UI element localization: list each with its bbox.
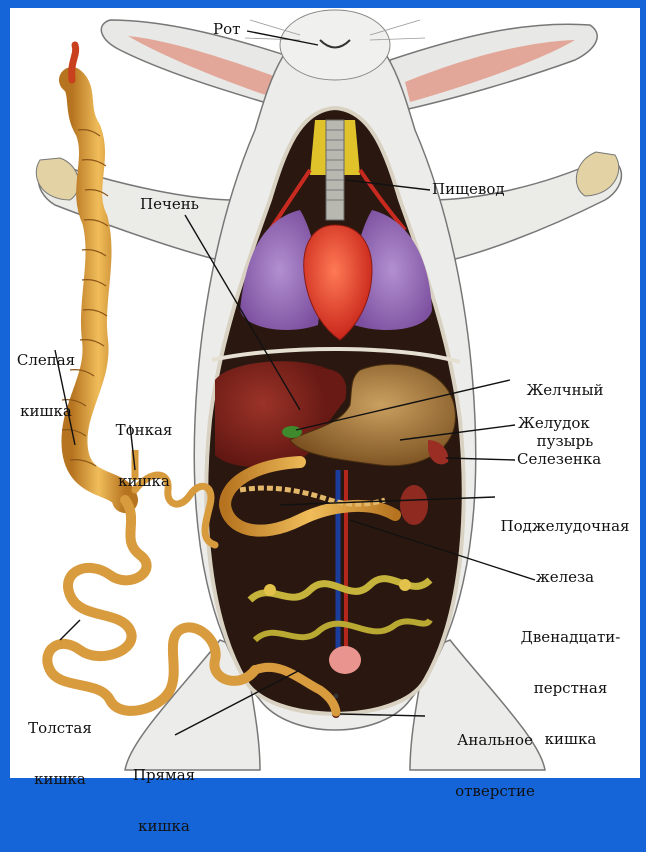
- kidney: [400, 485, 428, 525]
- bladder: [329, 646, 361, 674]
- label-small-intestine: Тонкая кишка: [104, 388, 184, 507]
- label-spleen: Селезенка: [517, 451, 601, 468]
- label-rectum-line1: Прямая: [122, 767, 206, 784]
- label-anus-line1: Анальное: [430, 732, 560, 749]
- label-colon-line1: Толстая: [18, 720, 102, 737]
- gallbladder: [282, 426, 302, 438]
- label-liver: Печень: [140, 196, 199, 213]
- label-pancreas: Поджелудочная железа: [490, 484, 640, 603]
- label-colon-line2: кишка: [18, 771, 102, 788]
- label-gallbladder-line2: пузырь: [510, 433, 620, 450]
- label-small-intestine-line2: кишка: [104, 473, 184, 490]
- label-pancreas-line1: Поджелудочная: [490, 518, 640, 535]
- label-anus-line2: отверстие: [430, 783, 560, 800]
- label-caecum-line2: кишка: [12, 403, 80, 420]
- label-small-intestine-line1: Тонкая: [104, 422, 184, 439]
- label-mouth: Рот: [213, 21, 240, 38]
- label-rectum: Прямая кишка: [122, 733, 206, 852]
- label-caecum-line1: Слепая: [12, 352, 80, 369]
- label-anus: Анальное отверстие: [430, 698, 560, 817]
- label-colon: Толстая кишка: [18, 686, 102, 805]
- label-rectum-line2: кишка: [122, 818, 206, 835]
- label-stomach: Желудок: [518, 415, 590, 432]
- label-pancreas-line2: железа: [490, 569, 640, 586]
- label-gallbladder-line1: Желчный: [510, 382, 620, 399]
- label-esophagus: Пищевод: [432, 181, 505, 198]
- label-duodenum-line2: перстная: [508, 680, 633, 697]
- label-duodenum-line1: Двенадцати-: [508, 629, 633, 646]
- label-caecum: Слепая кишка: [12, 318, 80, 437]
